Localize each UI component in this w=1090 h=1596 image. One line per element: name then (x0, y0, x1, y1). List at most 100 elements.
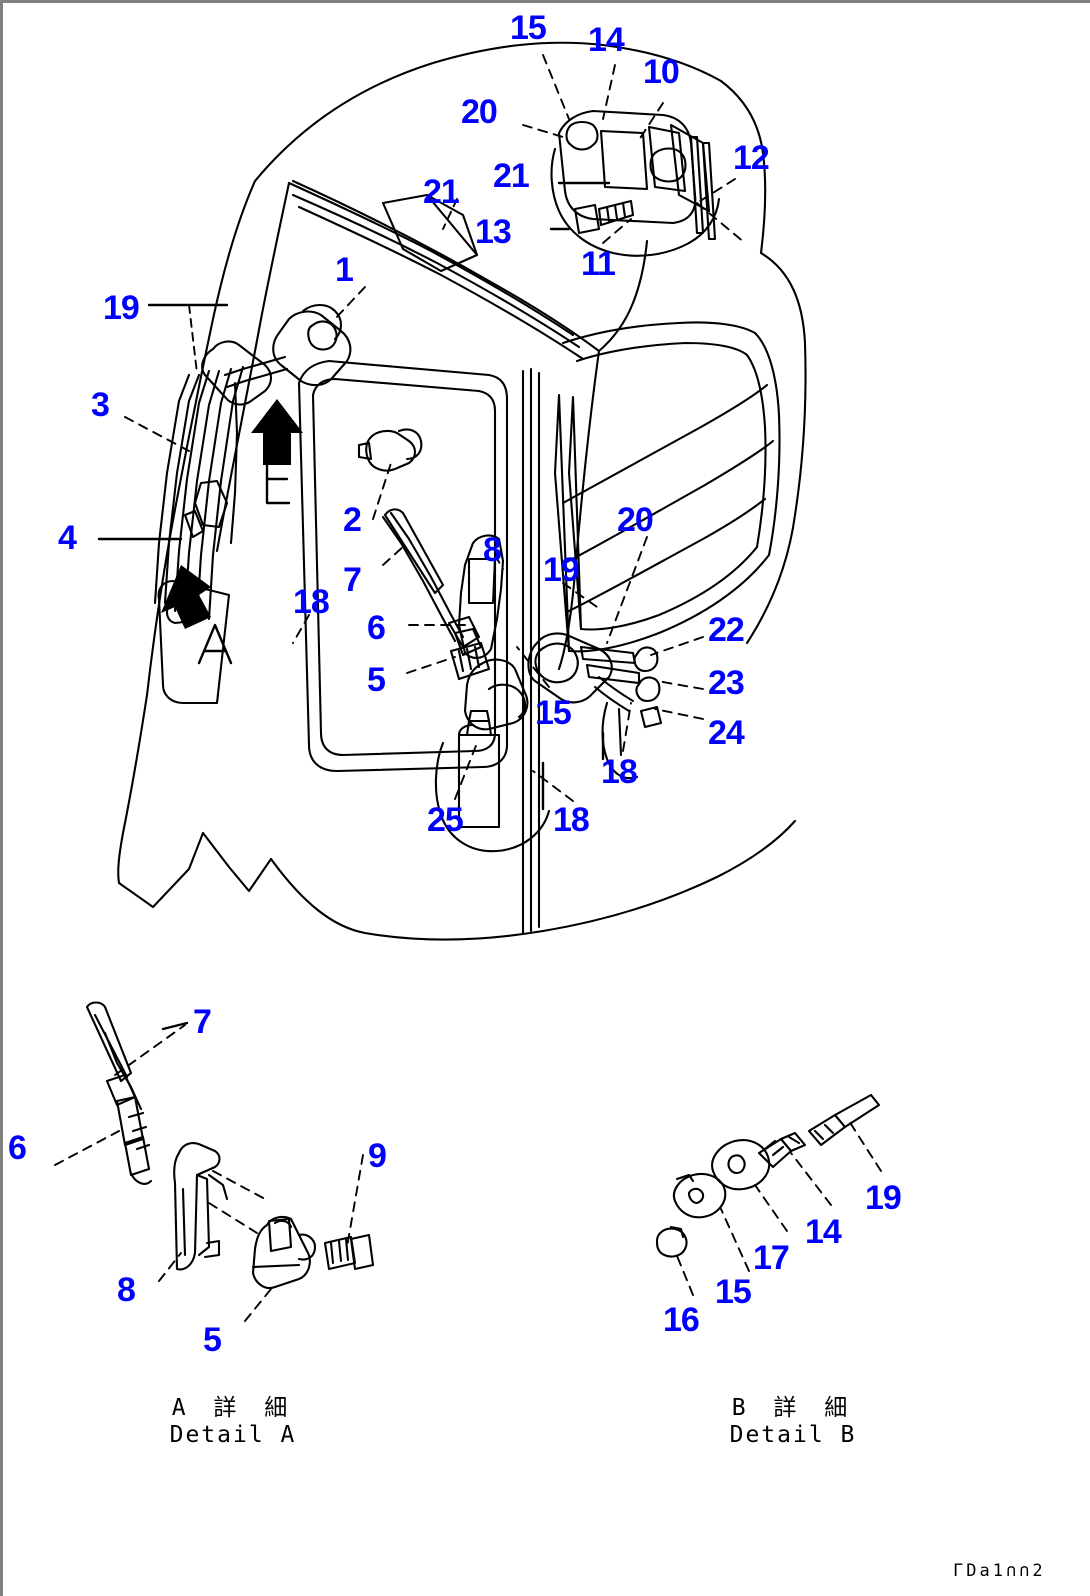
detail-b-leader-15 (720, 1208, 750, 1272)
detail-b-washer-15b (687, 1187, 705, 1205)
wiper-motor-top-outline2 (687, 197, 721, 245)
pivot-cluster-rod2 (585, 663, 641, 685)
bolt-13-thread2 (613, 203, 619, 221)
wiper-motor-top-shaft (649, 147, 687, 183)
blade-arm-3 (229, 381, 239, 545)
detail-a-leader-8-pump (212, 1170, 266, 1200)
blade-3-outer2 (163, 373, 201, 605)
detail-a-callout-7: 7 (193, 1003, 212, 1041)
detail-a-bolt-9-th2 (337, 1239, 343, 1263)
detail-b-washer-15c (675, 1173, 695, 1183)
detail-a-leader-5 (244, 1288, 272, 1322)
washer-hose-main (291, 179, 601, 353)
detail-b-grommet-16 (655, 1227, 688, 1258)
pivot-cluster-base (527, 632, 613, 704)
detail-b-bolt-19b (833, 1093, 881, 1129)
pivot-1-arm2 (225, 367, 289, 389)
pivot-cluster-arm2 (593, 685, 631, 713)
leader-22 (650, 636, 704, 656)
detail-a-bracket-8e (203, 1239, 221, 1259)
wiper-motor-top-block (647, 125, 687, 193)
leader-21-b (442, 198, 458, 230)
cab-left-skirt2 (201, 831, 273, 893)
leader-10 (636, 102, 664, 144)
leader-12 (696, 178, 736, 204)
callout-6: 6 (367, 609, 386, 647)
detail-a-bolt-9-th1 (329, 1241, 335, 1265)
bolt-13-thread1 (605, 205, 611, 223)
detail-a-caption: A 詳 細 Detail A (133, 1395, 333, 1449)
callout-23: 23 (708, 664, 745, 702)
leader-18a (292, 614, 310, 644)
motor-5-outline (487, 683, 527, 719)
leader-24 (654, 708, 704, 720)
pivot-cluster-arm (597, 675, 635, 703)
pivot-cluster-cap22 (633, 646, 659, 673)
pivot-cluster-cap24 (639, 705, 663, 729)
leader-1 (332, 286, 366, 322)
detail-a-pump-5b (267, 1217, 293, 1253)
blade-4-line4 (207, 365, 245, 621)
callout-21-b: 21 (493, 157, 530, 195)
blade-3-clip (193, 479, 229, 529)
cab-front-lower-edge (269, 857, 545, 941)
side-window-inner-left (567, 395, 583, 631)
pivot-cluster-foot (601, 701, 639, 780)
callout-13: 13 (475, 213, 512, 251)
detail-a-pump-5d (297, 1233, 317, 1261)
wiper-arm-7-blade (383, 508, 445, 595)
front-window-glass (297, 359, 509, 773)
washer-bottle-25-shoulder (457, 723, 475, 737)
wiper-arm-6-joint (447, 615, 481, 649)
wiper-arm-7-upper (381, 515, 457, 643)
detail-a-callout-6: 6 (8, 1129, 27, 1167)
callout-18-b: 18 (601, 753, 638, 791)
detail-b-nut-14e (787, 1135, 801, 1145)
wiper-motor-plate2 (701, 141, 717, 241)
detail-a-arm-6-th2 (131, 1125, 148, 1133)
motor-8-housing (457, 534, 505, 659)
detail-a-callout-8: 8 (117, 1271, 136, 1309)
cab-bottom-edge (541, 819, 797, 933)
windshield-frame-top3 (297, 205, 585, 361)
callout-1: 1 (335, 251, 354, 289)
detail-b-callout-14: 14 (805, 1213, 842, 1251)
bolt-13-thread3 (621, 201, 627, 219)
windshield-frame-outer (215, 181, 291, 553)
washer-bottle-25-cap (467, 709, 491, 723)
leader-7 (382, 544, 406, 566)
callout-20-mid: 20 (617, 501, 654, 539)
callout-12: 12 (733, 139, 770, 177)
leader-12b (696, 202, 746, 244)
callout-3: 3 (91, 386, 110, 424)
blade-4-line3 (195, 367, 233, 619)
leader-11 (602, 218, 632, 244)
detail-b-washer-17b (727, 1154, 746, 1175)
detail-a-caption-jp: A 詳 細 (171, 1395, 295, 1421)
detail-b-washer-17 (711, 1139, 771, 1191)
side-window-inner-top (575, 341, 749, 363)
detail-a-bracket-8b (195, 1173, 211, 1257)
detail-b-leader-16 (674, 1250, 694, 1296)
leader-15-mid (516, 646, 550, 688)
leader-3 (124, 416, 190, 452)
detail-a-pump-5 (251, 1215, 311, 1290)
detail-a-arm-6-th3 (135, 1143, 151, 1151)
callout-10: 10 (643, 53, 680, 91)
detail-a-leader-8-pump2 (208, 1202, 258, 1234)
detail-b-grommet-16b (669, 1225, 685, 1239)
detail-b-caption-jp: B 詳 細 (731, 1395, 855, 1421)
washer-bottle-25-bracket (434, 741, 551, 853)
pivot-1-mount (201, 340, 273, 406)
drawing-code: ΓDa1∩∩2 (953, 1561, 1046, 1581)
cab-rear-right-post (759, 251, 807, 517)
leader-19-left-drop (188, 304, 198, 374)
windshield-frame-top2 (291, 193, 581, 349)
detail-b-callout-15: 15 (715, 1273, 752, 1311)
motor-5-thread3 (473, 645, 481, 669)
bolt-13-head (573, 203, 601, 235)
washer-bottle-25 (457, 733, 501, 829)
detail-b-bolt-19d (823, 1123, 835, 1135)
detail-b-callout-16: 16 (663, 1301, 700, 1339)
